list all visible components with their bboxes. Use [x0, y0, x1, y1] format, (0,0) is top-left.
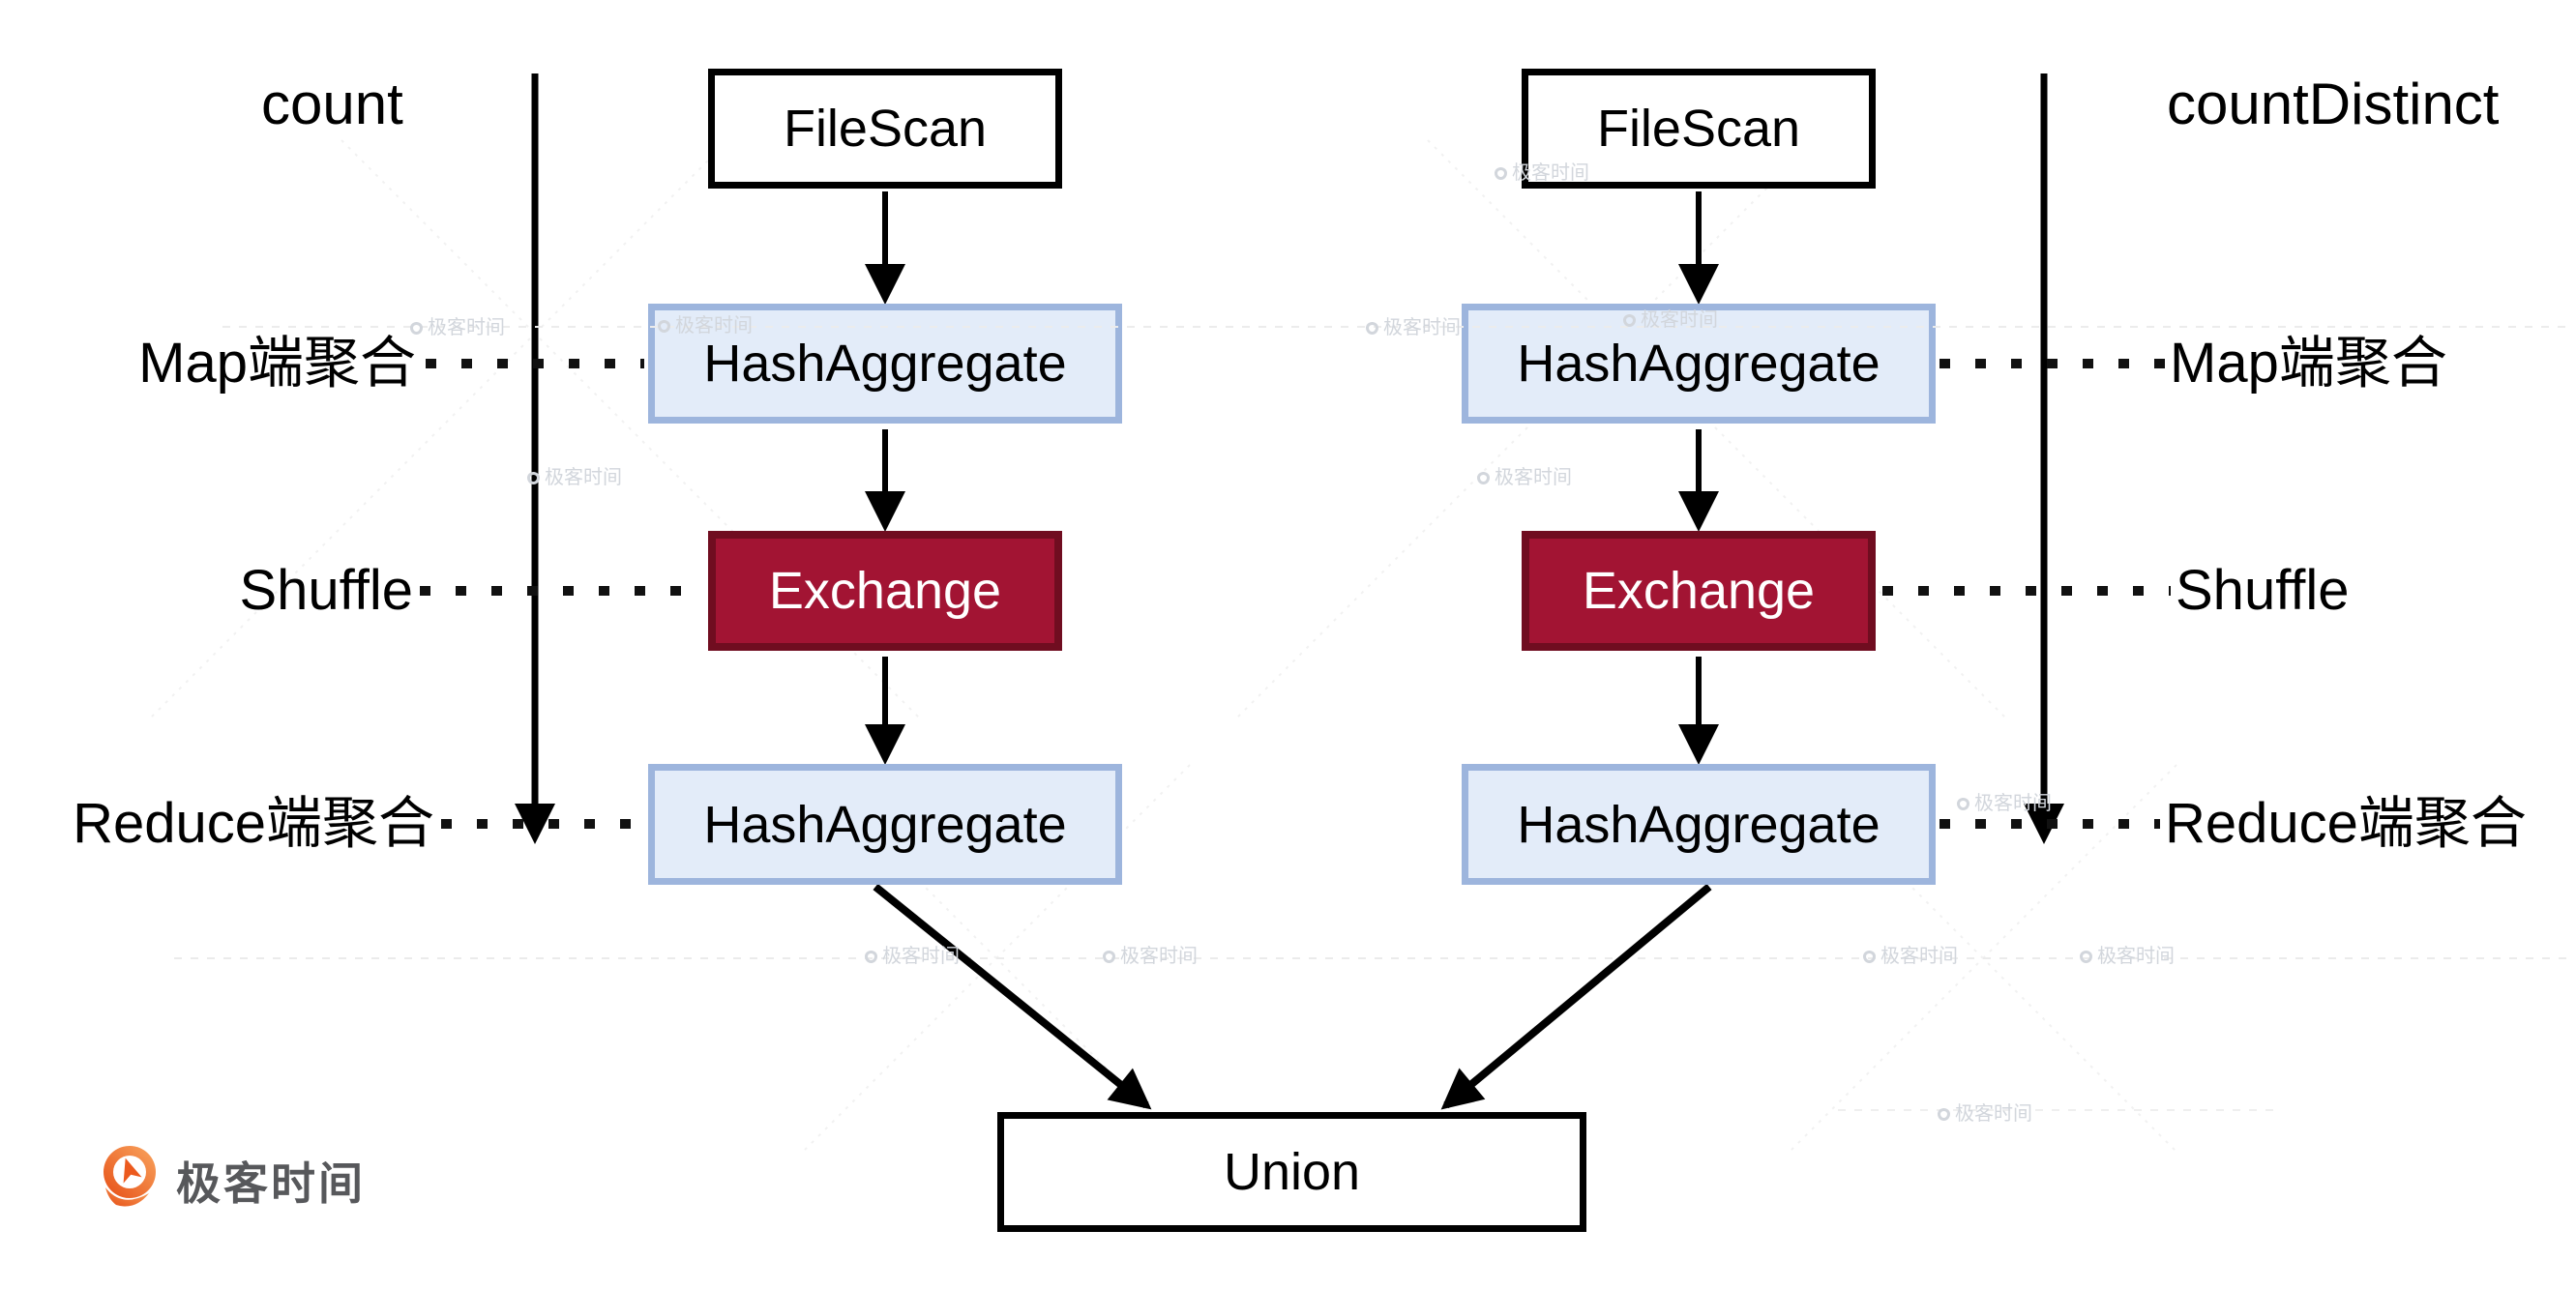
geektime-mini-logo-icon — [658, 319, 670, 333]
arrow-left-to-union — [873, 883, 1152, 1110]
geektime-mini-logo-icon — [527, 471, 540, 484]
geektime-mini-logo-icon — [2080, 950, 2092, 963]
watermark-text: 极客时间 — [1974, 793, 2052, 814]
annotation-shuffle-right: Shuffle — [2176, 559, 2350, 622]
watermark-text: 极客时间 — [1641, 309, 1718, 331]
dotted-connectors — [420, 359, 2171, 829]
node-hashaggregate-reduce-right: HashAggregate — [1462, 764, 1936, 885]
right-plan-title: countDistinct — [2167, 72, 2500, 136]
watermark: 极客时间 — [1103, 946, 1198, 967]
node-exchange-left: Exchange — [708, 531, 1062, 651]
annotation-map-left: Map端聚合 — [138, 332, 416, 395]
watermark-text: 极客时间 — [1495, 467, 1572, 488]
geektime-mini-logo-icon — [1863, 950, 1876, 963]
watermark-text: 极客时间 — [545, 467, 622, 488]
geektime-mini-logo-icon — [1477, 471, 1490, 484]
geektime-mini-logo-icon — [1495, 166, 1507, 180]
geektime-mini-logo-icon — [1103, 950, 1115, 963]
arrow-right-to-union — [1440, 883, 1712, 1110]
geektime-mini-logo-icon — [1938, 1107, 1950, 1121]
watermark: 极客时间 — [410, 317, 505, 338]
watermark-text: 极客时间 — [1955, 1103, 2032, 1125]
annotation-reduce-right: Reduce端聚合 — [2165, 792, 2527, 855]
geektime-logo: 极客时间 — [101, 1145, 366, 1222]
node-hashaggregate-map-right: HashAggregate — [1462, 304, 1936, 424]
node-exchange-right: Exchange — [1522, 531, 1876, 651]
geektime-mini-logo-icon — [1366, 321, 1378, 335]
watermark: 极客时间 — [1938, 1103, 2032, 1125]
watermark: 极客时间 — [1957, 793, 2052, 814]
watermark: 极客时间 — [865, 946, 960, 967]
watermark: 极客时间 — [1863, 946, 1958, 967]
geektime-mini-logo-icon — [1623, 313, 1636, 327]
geektime-mini-logo-icon — [865, 950, 877, 963]
node-hashaggregate-map-left: HashAggregate — [648, 304, 1122, 424]
watermark-text: 极客时间 — [1880, 946, 1958, 967]
geektime-mini-logo-icon — [1957, 797, 1969, 810]
geektime-logo-text: 极客时间 — [176, 1158, 366, 1209]
watermark: 极客时间 — [2080, 946, 2175, 967]
node-filescan-left: FileScan — [708, 69, 1062, 189]
annotation-shuffle-left: Shuffle — [239, 559, 413, 622]
node-filescan-right: FileScan — [1522, 69, 1876, 189]
geektime-mini-logo-icon — [410, 321, 423, 335]
annotation-map-right: Map端聚合 — [2170, 332, 2447, 395]
flow-arrows — [865, 191, 1719, 1110]
geektime-logo-icon — [104, 1146, 156, 1207]
watermark-text: 极客时间 — [1120, 946, 1198, 967]
watermark: 极客时间 — [1623, 309, 1718, 331]
watermark-text: 极客时间 — [1383, 317, 1461, 338]
watermark: 极客时间 — [658, 315, 753, 337]
watermark-text: 极客时间 — [1512, 162, 1589, 184]
watermark: 极客时间 — [1366, 317, 1461, 338]
watermark: 极客时间 — [1495, 162, 1589, 184]
left-plan-title: count — [261, 72, 403, 136]
node-hashaggregate-reduce-left: HashAggregate — [648, 764, 1122, 885]
watermark-text: 极客时间 — [675, 315, 753, 337]
watermark: 极客时间 — [1477, 467, 1572, 488]
watermark-text: 极客时间 — [428, 317, 505, 338]
node-union: Union — [997, 1112, 1586, 1232]
annotation-reduce-left: Reduce端聚合 — [73, 792, 434, 855]
watermark-text: 极客时间 — [2097, 946, 2175, 967]
watermark-text: 极客时间 — [882, 946, 960, 967]
watermark: 极客时间 — [527, 467, 622, 488]
